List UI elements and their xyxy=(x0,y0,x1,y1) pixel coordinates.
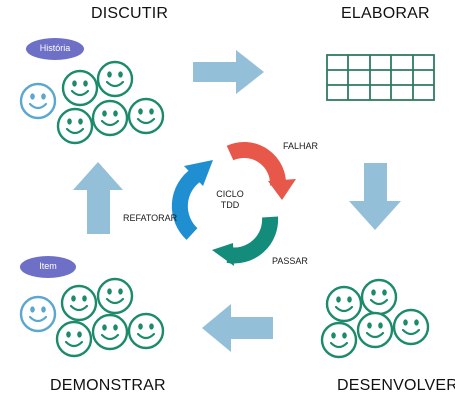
smiley-group-bottom-left xyxy=(19,277,165,358)
cycle-label-refatorar: REFATORAR xyxy=(123,213,178,223)
badge-top xyxy=(26,38,84,60)
smiley-face-icon xyxy=(19,295,57,333)
badge-bottom xyxy=(20,256,76,278)
smiley-face-icon xyxy=(60,284,98,322)
badge-label-bottom: Item xyxy=(39,261,57,271)
smiley-face-icon xyxy=(96,60,134,98)
smiley-face-icon xyxy=(19,82,57,120)
cycle-arrow-refatorar xyxy=(171,160,213,240)
smiley-face-icon xyxy=(325,285,363,323)
cycle-arrow-falhar xyxy=(226,141,296,200)
smiley-face-icon xyxy=(91,313,129,351)
cycle-center-line2: TDD xyxy=(220,200,240,210)
smiley-face-icon xyxy=(127,97,165,135)
flow-arrow-left xyxy=(202,304,273,352)
smiley-face-icon xyxy=(55,320,93,358)
cycle-center-line1: CICLO xyxy=(216,189,244,199)
smiley-face-icon xyxy=(356,311,394,349)
badge-label-top: História xyxy=(39,43,71,53)
smiley-face-icon xyxy=(127,312,165,350)
cycle-label-passar: PASSAR xyxy=(272,256,308,266)
phase-label-discutir: DISCUTIR xyxy=(91,5,169,22)
smiley-face-icon xyxy=(56,107,94,145)
phase-label-elaborar: ELABORAR xyxy=(341,5,430,22)
smiley-face-icon xyxy=(96,277,134,315)
smiley-face-icon xyxy=(320,321,358,359)
cycle-label-falhar: FALHAR xyxy=(283,141,319,151)
table-grid-icon xyxy=(326,54,435,101)
phase-label-desenvolver: DESENVOLVER xyxy=(337,377,455,394)
smiley-face-icon xyxy=(91,99,129,137)
flow-arrow-up xyxy=(73,162,123,234)
flow-arrow-right xyxy=(193,50,264,94)
phase-label-demonstrar: DEMONSTRAR xyxy=(50,377,166,394)
smiley-face-icon xyxy=(61,69,99,107)
smiley-face-icon xyxy=(360,278,398,316)
smiley-group-bottom-right xyxy=(320,278,430,359)
smiley-group-top-left xyxy=(19,60,165,145)
cycle-arrow-passar xyxy=(212,216,279,266)
cycle-center-label: CICLO TDD xyxy=(210,189,250,211)
smiley-face-icon xyxy=(392,308,430,346)
flow-arrow-down xyxy=(349,163,401,230)
